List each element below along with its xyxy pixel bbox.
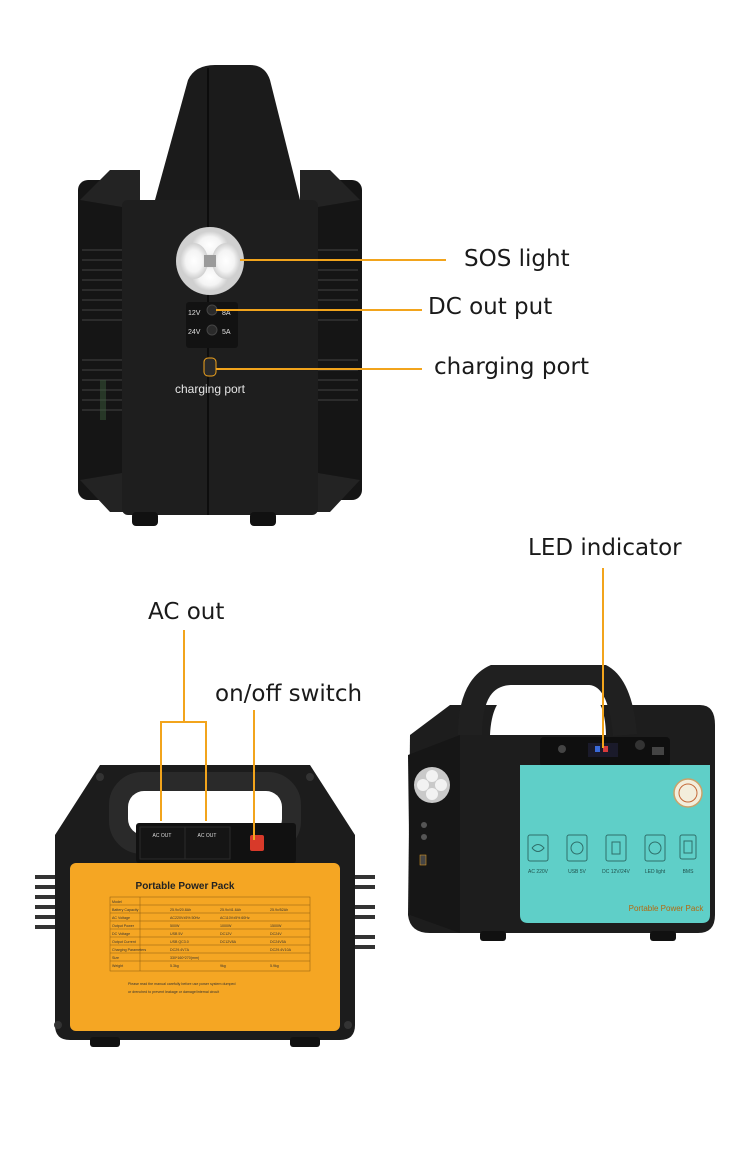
spec-row-label: Size: [112, 956, 119, 960]
warning-line-1: Please read the manual carefully before …: [128, 982, 235, 986]
unit-charging-port-label: charging port: [175, 382, 246, 396]
dc-8a-label: 8A: [222, 310, 231, 317]
ac-out-bracket-stem: [183, 630, 185, 722]
ac-out-label-left: AC OUT: [153, 833, 172, 839]
spec-row-value: DC29.4V7A: [170, 948, 190, 952]
ac-out-bracket-bar: [160, 721, 207, 723]
spec-row-label: Battery Capacity: [112, 908, 139, 912]
spec-row-value: DC12V8A: [220, 940, 237, 944]
charging-port-callout-line: [216, 368, 422, 370]
spec-row-label: Charging Parameters: [112, 948, 146, 952]
spec-row-value: 1500W: [270, 924, 282, 928]
sos-light-callout-line: [240, 259, 446, 261]
spec-row-value: 25.9v/41.6Ah: [220, 908, 241, 912]
warning-line-2: or drenched to prevent leakage or damage…: [128, 990, 219, 994]
spec-row-value: USB 5V: [170, 932, 183, 936]
spec-row-label: Output Current: [112, 940, 136, 944]
led-indicator-callout-line: [602, 568, 604, 748]
spec-row-value: DC12V: [220, 932, 232, 936]
spec-row-value: DC24V: [270, 932, 282, 936]
spec-row-label: AC Voltage: [112, 916, 130, 920]
ac-out-bracket-left: [160, 721, 162, 821]
front-power-station-image: AC 220V USB 5V DC 12V/24V LED light BMS …: [408, 665, 715, 941]
spec-row-value: USB QC3.0: [170, 940, 189, 944]
spec-row-value: 330*160*270(mm): [170, 956, 199, 960]
spec-row-label: Model: [112, 900, 122, 904]
on-off-switch-callout-line: [253, 710, 255, 840]
dc-5a-label: 5A: [222, 329, 231, 336]
spec-row-value: 25.9v/52Ah: [270, 908, 288, 912]
icon-label-dc: DC 12V/24V: [602, 869, 630, 875]
dc-12v-label: 12V: [188, 310, 201, 317]
spec-row-label: Weight: [112, 964, 123, 968]
ac-out-callout: AC out: [148, 599, 225, 625]
sos-light-callout: SOS light: [464, 246, 570, 272]
top-power-station-image: 12V 24V 8A 5A charging port: [78, 65, 362, 526]
on-off-switch-callout: on/off switch: [215, 681, 363, 707]
spec-row-value: DC29.4V10A: [270, 948, 292, 952]
spec-row-value: DC24V5A: [270, 940, 287, 944]
spec-row-value: 5.9kg: [270, 964, 279, 968]
ac-out-label-right: AC OUT: [198, 833, 217, 839]
spec-row-label: DC Voltage: [112, 932, 130, 936]
spec-row-value: AC110V±5% 60Hz: [220, 916, 250, 920]
led-indicator-callout: LED indicator: [528, 535, 682, 561]
sticker-title: Portable Power Pack: [136, 881, 235, 892]
icon-label-bms: BMS: [683, 869, 695, 875]
spec-row-value: AC220V±5% 50Hz: [170, 916, 200, 920]
dc-24v-label: 24V: [188, 329, 201, 336]
charging-port-callout: charging port: [434, 354, 589, 380]
dc-output-callout-line: [216, 309, 422, 311]
spec-row-value: 9kg: [220, 964, 226, 968]
spec-row-value: 5.3kg: [170, 964, 179, 968]
icon-label-led: LED light: [645, 869, 666, 875]
dc-output-callout: DC out put: [428, 294, 553, 320]
ac-out-bracket-right: [205, 721, 207, 821]
spec-row-label: Output Power: [112, 924, 135, 928]
spec-row-value: 500W: [170, 924, 180, 928]
icon-label-usb: USB 5V: [568, 869, 586, 875]
icon-label-ac: AC 220V: [528, 869, 549, 875]
spec-row-value: 25.9v/20.8Ah: [170, 908, 191, 912]
spec-row-value: 1000W: [220, 924, 232, 928]
front-panel-title: Portable Power Pack: [629, 904, 705, 913]
